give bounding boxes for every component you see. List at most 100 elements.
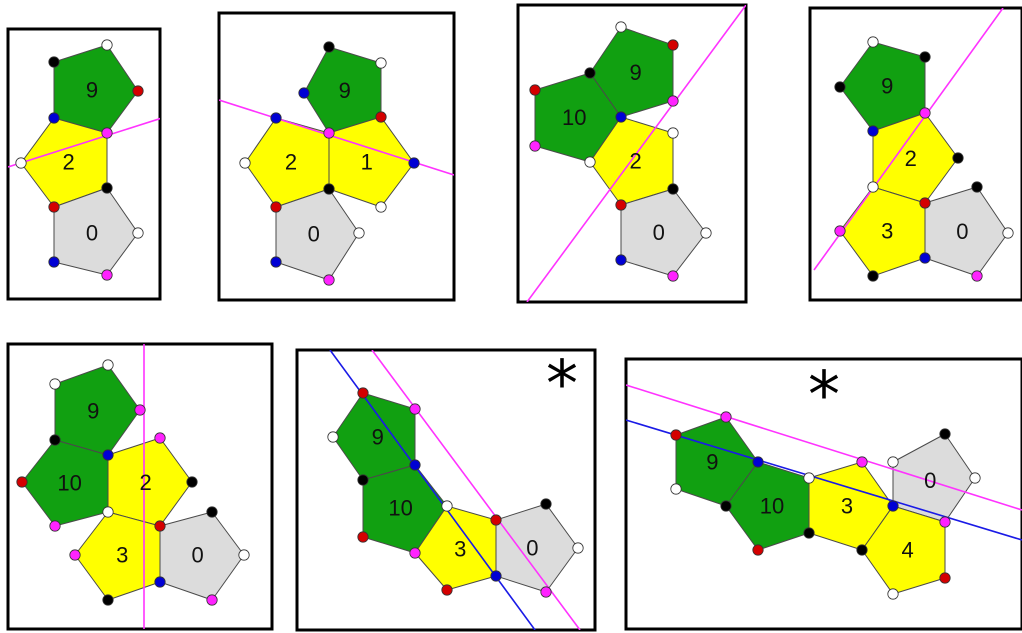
vertex-dot [270, 256, 282, 268]
vertex-dot [939, 428, 951, 440]
vertex-dot [327, 431, 339, 443]
vertex-dot [971, 181, 983, 193]
pentagon-label: 10 [388, 496, 412, 521]
pentagon-label: 4 [901, 538, 913, 563]
vertex-dot [667, 183, 679, 195]
vertex-dot [615, 21, 627, 33]
vertex-dot [154, 520, 166, 532]
vertex-dot [134, 404, 146, 416]
vertex-dot [615, 254, 627, 266]
vertex-dot [101, 182, 113, 194]
vertex-dot [887, 588, 899, 600]
pentagon-label: 10 [760, 493, 784, 518]
vertex-dot [409, 403, 421, 415]
vertex-dot [952, 152, 964, 164]
pentagon-10 [21, 439, 109, 527]
magenta-symmetry-line [626, 384, 1022, 511]
pentagon-label: 0 [308, 222, 320, 247]
pentagon-0 [892, 433, 976, 523]
vertex-dot [375, 201, 387, 213]
vertex-dot [540, 498, 552, 510]
vertex-dot [48, 56, 60, 68]
vertex-dot [101, 127, 113, 139]
vertex-dot [323, 41, 335, 53]
vertex-dot [490, 514, 502, 526]
vertex-dot [615, 111, 627, 123]
vertex-dot [939, 572, 951, 584]
vertex-dot [572, 542, 584, 554]
vertex-dot [803, 472, 815, 484]
pentagon-label: 9 [706, 449, 718, 474]
pentagon-label: 10 [562, 105, 586, 130]
pentagon-0 [275, 188, 360, 281]
vertex-dot [353, 227, 365, 239]
vertex-dot [700, 227, 712, 239]
pentagon-label: 3 [841, 493, 853, 518]
vertex-dot [919, 252, 931, 264]
vertex-dot [856, 544, 868, 556]
pentagon-label: 10 [57, 471, 81, 496]
vertex-dot [670, 483, 682, 495]
pentagon-label: 0 [924, 468, 936, 493]
vertex-dot [270, 201, 282, 213]
vertex-dot [323, 274, 335, 286]
vertex-dot [856, 456, 868, 468]
vertex-dot [102, 506, 114, 518]
vertex-dot [101, 39, 113, 51]
vertex-dot [49, 434, 61, 446]
vertex-dot [615, 199, 627, 211]
magenta-symmetry-line [813, 8, 1004, 271]
vertex-dot [270, 112, 282, 124]
vertex-dot [667, 95, 679, 107]
vertex-dot [357, 474, 369, 486]
pentagon-label: 0 [86, 221, 98, 246]
pentagon-label: 3 [881, 219, 893, 244]
pentagon-label: 9 [86, 77, 98, 102]
pentagon-label: 2 [629, 149, 641, 174]
vertex-dot [971, 270, 983, 282]
vertex-dot [667, 270, 679, 282]
pentagon-label: 2 [905, 146, 917, 171]
vertex-dot [867, 270, 879, 282]
vertex-dot [919, 107, 931, 119]
vertex-dot [206, 594, 218, 606]
vertex-dot [490, 570, 502, 582]
pentagon-label: 9 [629, 60, 641, 85]
vertex-dot [939, 516, 951, 528]
vertex-dot [375, 111, 387, 123]
pentagon-label: 9 [87, 398, 99, 423]
blue-symmetry-line [626, 419, 1022, 541]
pentagon-label: 0 [526, 536, 538, 561]
vertex-dot [48, 256, 60, 268]
vertex-dot [206, 506, 218, 518]
vertex-dot [887, 456, 899, 468]
vertex-dot [69, 549, 81, 561]
vertex-dot [1002, 227, 1014, 239]
vertex-dot [919, 197, 931, 209]
vertex-dot [408, 157, 420, 169]
pentagon-10 [725, 461, 810, 551]
magenta-symmetry-line [8, 117, 160, 168]
pentagon-4 [861, 505, 946, 595]
vertex-dot [529, 84, 541, 96]
vertex-dot [102, 594, 114, 606]
vertex-dot [720, 411, 732, 423]
vertex-dot [441, 500, 453, 512]
vertex-dot [667, 127, 679, 139]
pentagon-0 [53, 187, 139, 276]
vertex-dot [752, 456, 764, 468]
vertex-dot [969, 472, 981, 484]
pentagon-label: 9 [339, 78, 351, 103]
pentagon-label: 1 [361, 149, 373, 174]
magenta-symmetry-line [526, 5, 746, 302]
pentagon-label: 2 [139, 470, 151, 495]
asterisk-marker: * [546, 348, 578, 422]
asterisk-marker: * [808, 359, 840, 433]
pentagon-0 [924, 186, 1009, 277]
